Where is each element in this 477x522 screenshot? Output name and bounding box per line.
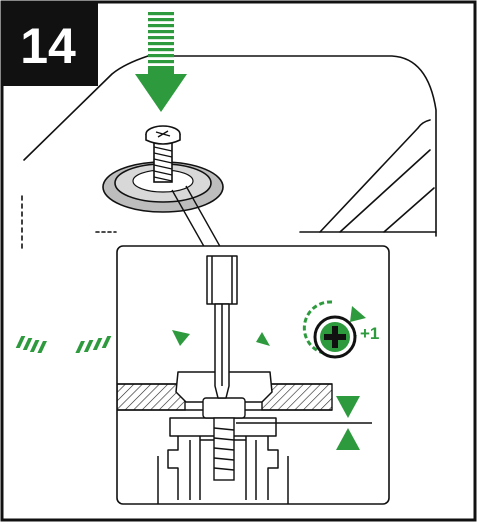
rotate-arrow-icon [15, 330, 270, 353]
tighten-gap-icon [236, 396, 372, 450]
screw-icon [102, 125, 224, 213]
phillips-head-icon [302, 300, 366, 359]
down-arrow-icon [135, 12, 187, 112]
screwdriver-icon [206, 255, 238, 399]
screw-section [202, 397, 246, 481]
torque-increment-label: +1 [360, 324, 379, 343]
panel-section [117, 383, 333, 411]
detail-callout-lines [171, 185, 223, 251]
appliance-body [21, 55, 437, 251]
step-number: 14 [20, 18, 76, 74]
step-badge: 14 [2, 2, 98, 86]
